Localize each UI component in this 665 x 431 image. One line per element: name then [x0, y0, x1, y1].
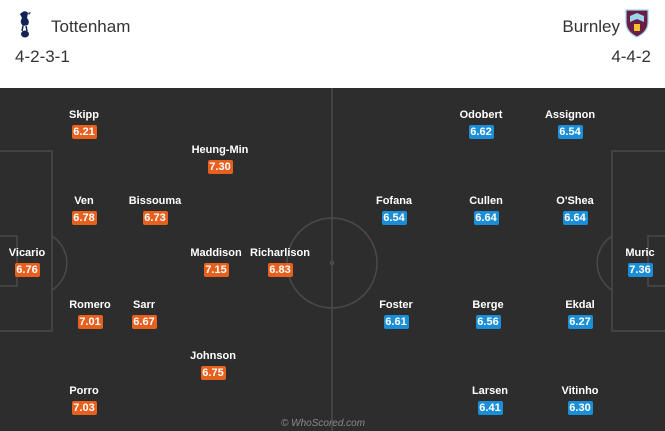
home-team-name: Tottenham: [51, 17, 131, 36]
player-rating: 6.62: [468, 125, 494, 139]
player-name: Heung-Min: [191, 144, 249, 156]
player-name: Skipp: [69, 109, 99, 121]
home-player[interactable]: Porro 7.03: [54, 385, 114, 416]
home-player[interactable]: Bissouma 6.73: [125, 195, 185, 226]
away-player[interactable]: O'Shea 6.64: [545, 195, 605, 226]
player-rating: 6.67: [131, 315, 157, 329]
away-player[interactable]: Assignon 6.54: [540, 109, 600, 140]
player-rating: 6.56: [475, 315, 501, 329]
away-team-name: Burnley: [562, 17, 620, 36]
away-player[interactable]: Foster 6.61: [366, 299, 426, 330]
player-rating: 6.54: [557, 125, 583, 139]
player-rating: 6.78: [71, 211, 97, 225]
player-name: Assignon: [544, 109, 596, 121]
away-player[interactable]: Muric 7.36: [610, 247, 665, 278]
away-formation: 4-4-2: [611, 47, 651, 66]
player-name: Larsen: [471, 385, 509, 397]
home-player[interactable]: Skipp 6.21: [54, 109, 114, 140]
player-name: Vitinho: [561, 385, 599, 397]
match-header: Tottenham 4-2-3-1 Burnley 4-4-2: [0, 0, 665, 88]
player-rating: 6.30: [567, 401, 593, 415]
player-rating: 6.61: [383, 315, 409, 329]
player-rating: 6.21: [71, 125, 97, 139]
player-rating: 6.83: [267, 263, 293, 277]
player-name: Ven: [74, 195, 94, 207]
player-name: Romero: [69, 299, 111, 311]
player-name: Muric: [625, 247, 655, 259]
whoscored-watermark: © WhoScored.com: [281, 418, 366, 429]
home-player[interactable]: Vicario 6.76: [0, 247, 57, 278]
player-rating: 6.64: [562, 211, 588, 225]
player-rating: 7.03: [71, 401, 97, 415]
player-name: Berge: [472, 299, 504, 311]
away-player[interactable]: Larsen 6.41: [460, 385, 520, 416]
burnley-crest-icon: [625, 9, 649, 38]
pitch: [0, 88, 665, 431]
player-rating: 6.76: [14, 263, 40, 277]
player-name: Odobert: [459, 109, 503, 121]
home-player[interactable]: Maddison 7.15: [186, 247, 246, 278]
home-player[interactable]: Heung-Min 7.30: [190, 144, 250, 175]
player-name: Cullen: [469, 195, 503, 207]
player-name: Porro: [69, 385, 99, 397]
player-rating: 6.75: [200, 366, 226, 380]
player-rating: 7.30: [207, 160, 233, 174]
home-player[interactable]: Ven 6.78: [54, 195, 114, 226]
home-player[interactable]: Romero 7.01: [60, 299, 120, 330]
player-rating: 6.64: [473, 211, 499, 225]
away-player[interactable]: Fofana 6.54: [364, 195, 424, 226]
tottenham-crest-icon: [20, 11, 31, 38]
player-rating: 7.36: [627, 263, 653, 277]
home-formation: 4-2-3-1: [15, 47, 70, 66]
away-player[interactable]: Cullen 6.64: [456, 195, 516, 226]
away-player[interactable]: Berge 6.56: [458, 299, 518, 330]
pitch-markings: [0, 88, 665, 431]
player-name: Ekdal: [565, 299, 595, 311]
player-rating: 6.54: [381, 211, 407, 225]
away-player[interactable]: Odobert 6.62: [451, 109, 511, 140]
player-rating: 7.15: [203, 263, 229, 277]
player-name: Maddison: [190, 247, 242, 259]
player-rating: 6.27: [567, 315, 593, 329]
player-rating: 6.73: [142, 211, 168, 225]
player-rating: 7.01: [77, 315, 103, 329]
player-name: Vicario: [8, 247, 46, 259]
player-name: Sarr: [132, 299, 156, 311]
home-player[interactable]: Sarr 6.67: [114, 299, 174, 330]
home-player[interactable]: Richarlison 6.83: [250, 247, 310, 278]
player-name: Richarlison: [250, 247, 310, 259]
player-name: Foster: [379, 299, 413, 311]
home-player[interactable]: Johnson 6.75: [183, 350, 243, 381]
player-name: Bissouma: [128, 195, 182, 207]
player-name: Fofana: [375, 195, 413, 207]
player-name: Johnson: [190, 350, 236, 362]
away-player[interactable]: Ekdal 6.27: [550, 299, 610, 330]
away-player[interactable]: Vitinho 6.30: [550, 385, 610, 416]
player-name: O'Shea: [556, 195, 594, 207]
player-rating: 6.41: [477, 401, 503, 415]
